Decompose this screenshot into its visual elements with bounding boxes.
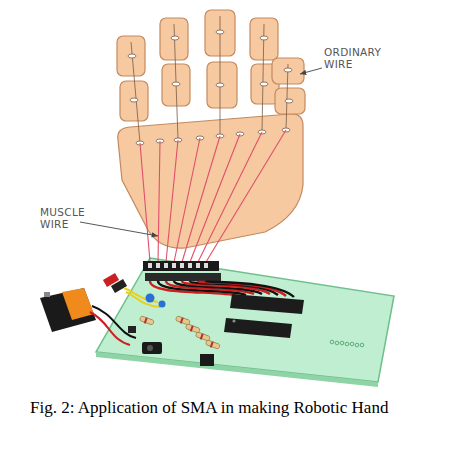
hole	[130, 98, 138, 102]
switch	[111, 279, 127, 293]
pad-hole	[355, 343, 359, 347]
audio-jack	[142, 342, 162, 354]
switch-wire	[124, 288, 158, 302]
muscle-wire	[166, 140, 178, 262]
leader-line	[300, 68, 322, 74]
jack-hole	[147, 345, 153, 351]
hole	[216, 30, 224, 34]
figure-caption: Fig. 2: Application of SMA in making Rob…	[30, 398, 388, 418]
connector-pin	[172, 263, 176, 268]
hole	[172, 82, 180, 86]
finger-segment	[207, 62, 237, 108]
capacitor	[159, 301, 166, 308]
hole	[284, 68, 292, 72]
capacitor	[146, 294, 155, 303]
hole	[171, 36, 179, 40]
resistor	[175, 316, 190, 325]
pad-hole	[350, 342, 354, 346]
ordinary-wire	[286, 64, 288, 130]
connector-pin	[180, 263, 184, 268]
resistor-band	[200, 333, 204, 339]
finger-segment	[162, 64, 190, 106]
resistor	[205, 340, 220, 349]
hole	[216, 83, 224, 87]
pad-hole	[360, 343, 364, 347]
muscle-wire	[140, 143, 150, 262]
finger-segment	[120, 81, 148, 121]
ic-chip	[230, 294, 304, 314]
finger-segment	[275, 88, 305, 114]
battery-wire	[92, 306, 136, 338]
battery-label	[62, 288, 94, 320]
resistor	[195, 332, 210, 341]
label-text: MUSCLE WIRE	[40, 206, 102, 230]
muscle-wire	[190, 134, 240, 262]
finger-segment	[272, 58, 304, 84]
palm	[118, 114, 303, 248]
transistor	[128, 326, 136, 333]
hole	[260, 82, 268, 86]
muscle-wire	[174, 138, 200, 262]
connector-pin	[148, 263, 152, 268]
push-button	[200, 354, 214, 366]
battery-terminal	[44, 292, 50, 297]
muscle-wire	[206, 130, 286, 262]
pad-hole	[335, 341, 339, 345]
connector-strip	[143, 261, 219, 271]
connector-pin	[164, 263, 168, 268]
pad-hole	[330, 340, 334, 344]
pad-hole	[345, 342, 349, 346]
connector-strip	[145, 273, 221, 281]
resistor-band	[180, 317, 184, 323]
resistor	[185, 324, 200, 333]
pad-hole	[340, 341, 344, 345]
resistor-band	[210, 341, 214, 347]
connector-pin	[196, 263, 200, 268]
connector-pin	[188, 263, 192, 268]
resistor-band	[190, 325, 194, 331]
battery	[40, 288, 96, 332]
hole	[285, 99, 293, 103]
connector-pin	[156, 263, 160, 268]
label-text: ORDINARY WIRE	[324, 46, 396, 70]
hole	[128, 54, 136, 58]
switch-wire	[126, 292, 160, 307]
resistor-band	[144, 317, 148, 323]
leader-line	[80, 222, 158, 236]
board-edge	[96, 352, 378, 387]
muscle-wire	[158, 141, 160, 262]
connector-pin	[204, 263, 208, 268]
chip-notch	[232, 319, 235, 322]
muscle-wire	[198, 132, 262, 262]
ic-chip	[224, 318, 292, 338]
hole	[260, 36, 268, 40]
hookup-wire	[206, 281, 294, 297]
resistor	[139, 316, 154, 325]
circuit-board	[96, 258, 394, 382]
